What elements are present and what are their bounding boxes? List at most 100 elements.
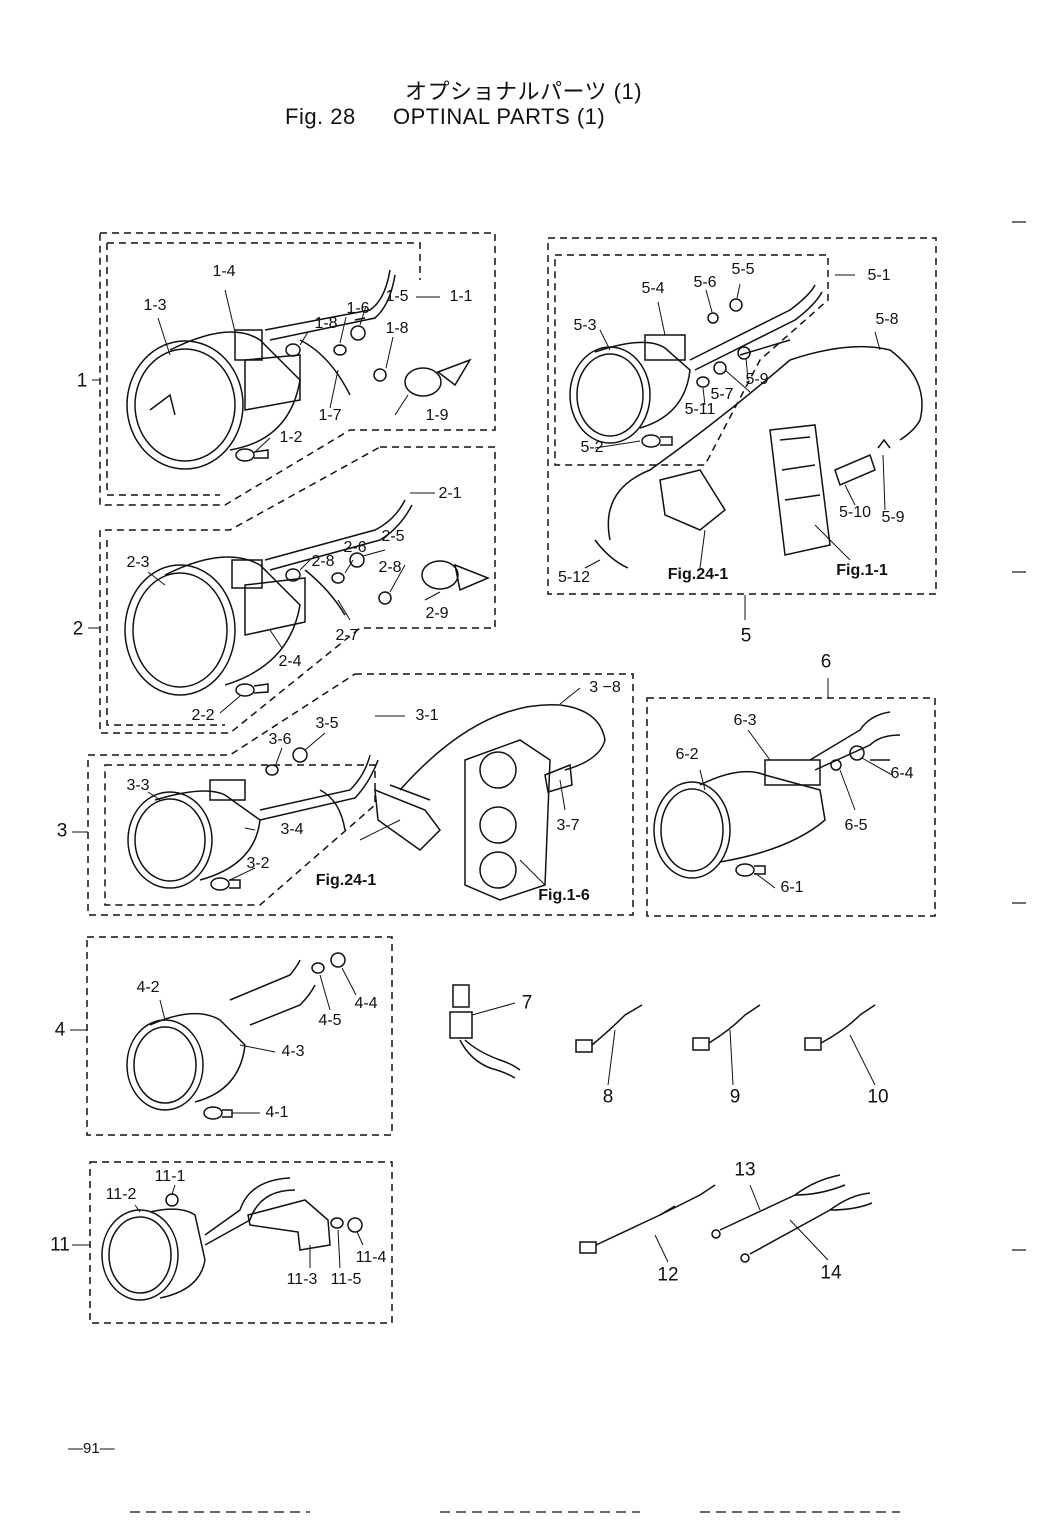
nut-2-5 [349,552,365,568]
sender-cable-5-8 [607,345,923,541]
wiring-5 [689,284,823,371]
callout-13: 13 [734,1159,756,1181]
callout-10: 10 [867,1086,889,1108]
callout-5-6: 5-6 [693,274,717,291]
sender-3-7 [544,763,573,793]
callout-5-11: 5-11 [684,401,716,418]
callout-1-7: 1-7 [318,407,342,424]
bulb-11-1 [165,1193,179,1207]
bulb-5-2 [641,434,673,448]
callout-6: 6 [820,651,832,673]
gauge-11-2 [101,1208,206,1301]
leader-lines [70,274,893,1269]
gauge-6-2 [653,759,826,879]
group-3-box [87,673,634,916]
callout-5: 5 [740,625,752,647]
group-2-box [99,446,496,734]
callout-5-4: 5-4 [641,280,665,297]
callout-5-2: 5-2 [580,439,604,456]
lead-5-12 [594,539,629,569]
wiring-11 [204,1177,296,1246]
callout-1-9: 1-9 [425,407,449,424]
bracket-11-3 [247,1199,331,1251]
bulb-6-1 [735,863,766,877]
callout-3-7: 3-7 [556,817,580,834]
bulb-1-2 [235,448,269,462]
callout-1-8a: 1-8 [314,315,338,332]
callout-2-4: 2-4 [278,653,302,670]
callout-3-fig1-6: Fig.1-6 [538,887,590,904]
sender-5-10 [834,453,876,487]
callout-1: 1 [76,370,88,392]
callout-2: 2 [72,618,84,640]
callout-4: 4 [54,1019,66,1041]
wiring-3 [259,754,379,831]
clip-5-9a [737,346,751,360]
callout-6-2: 6-2 [675,746,699,763]
engine-block-fig1-1 [769,424,831,556]
margin-marks [1012,221,1026,1251]
washer-11-5 [330,1217,344,1229]
callout-1-4: 1-4 [212,263,236,280]
gauge-2-3 [124,556,306,696]
callout-5-fig24-1: Fig.24-1 [667,566,729,583]
gauge-3-3 [127,779,261,889]
callout-4-2: 4-2 [136,979,160,996]
washer-5-11 [696,376,710,388]
part-14-lead [740,1192,873,1263]
clip-1-8b [373,368,387,382]
grommet-2-8a [285,568,301,582]
part-8-lead [575,1004,643,1053]
callout-3-4: 3-4 [280,821,304,838]
callout-6-4: 6-4 [890,765,914,782]
gauge-4-2 [126,1012,246,1111]
washer-1-6 [333,344,347,356]
callout-2-1: 2-1 [438,485,462,502]
callout-14: 14 [820,1262,842,1284]
part-9-lead [692,1004,761,1051]
clip-2-8b [378,591,392,605]
callout-5-fig1-1: Fig.1-1 [836,562,888,579]
bulb-2-9 [421,560,490,592]
callout-11-5: 11-5 [330,1271,362,1288]
callout-1-3: 1-3 [143,297,167,314]
callout-6-3: 6-3 [733,712,757,729]
callout-4-4: 4-4 [354,995,378,1012]
gauge-1-3 [126,329,301,470]
callout-3-fig24-1: Fig.24-1 [315,872,377,889]
callout-5-12: 5-12 [557,569,591,586]
callout-4-1: 4-1 [265,1104,289,1121]
part-12-lead [579,1184,716,1254]
callout-1-8b: 1-8 [385,320,409,337]
callout-1-5: 1-5 [385,288,409,305]
cylinder-head-fig1-6 [464,739,551,901]
bulb-3-2 [210,877,241,891]
nut-6-4 [849,745,865,761]
part-13-lead [711,1174,846,1239]
callout-2-3: 2-3 [126,554,150,571]
callout-5-1: 5-1 [867,267,891,284]
callout-2-9: 2-9 [425,605,449,622]
callout-3-1: 3-1 [415,707,439,724]
title-japanese: オプショナルパーツ (1) [405,79,643,104]
callout-2-6: 2-6 [343,539,367,556]
callout-1-2: 1-2 [279,429,303,446]
group-4-box [86,936,393,1136]
wiring-2 [264,499,413,616]
callout-2-7: 2-7 [335,627,359,644]
callout-5-8: 5-8 [875,311,899,328]
callout-3-8: 3 −8 [589,679,621,696]
bracket-fig24-1-b [659,469,726,531]
callout-1-1: 1-1 [449,288,473,305]
part-10-lead [804,1004,876,1051]
callout-11: 11 [50,1234,70,1256]
callout-9: 9 [729,1086,741,1108]
nut-3-5 [292,747,308,763]
bracket-fig24-1 [374,784,441,851]
callout-8: 8 [602,1086,614,1108]
callout-11-1: 11-1 [154,1168,186,1185]
group-11-box [89,1161,393,1324]
callout-11-2: 11-2 [105,1186,137,1203]
callout-2-2: 2-2 [191,707,215,724]
bulb-2-2 [235,683,269,697]
